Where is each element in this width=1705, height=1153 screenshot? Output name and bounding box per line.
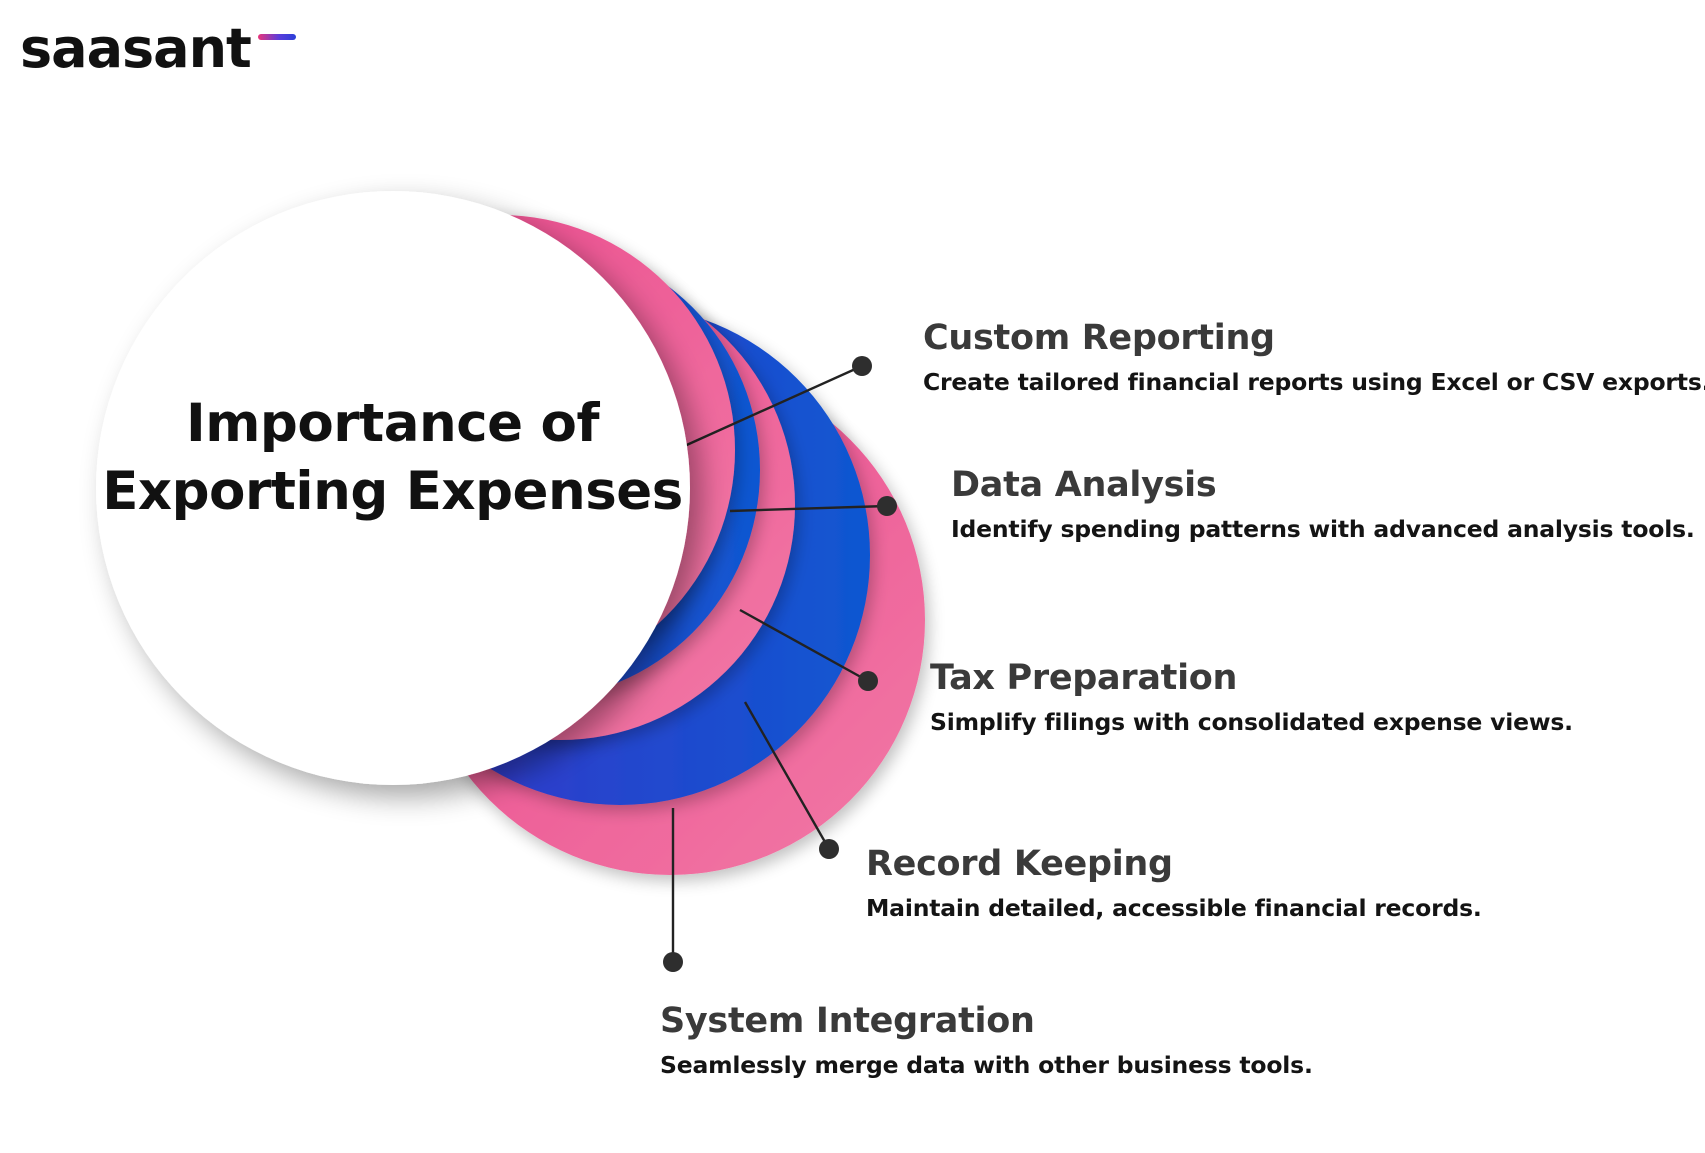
item-record-keeping: Record Keeping Maintain detailed, access… — [866, 842, 1482, 926]
connector-line-4 — [743, 701, 831, 850]
item-description: Seamlessly merge data with other busines… — [660, 1051, 1313, 1079]
item-title: Tax Preparation — [930, 658, 1238, 698]
item-custom-reporting: Custom Reporting Create tailored financi… — [923, 316, 1705, 400]
item-title: Record Keeping — [866, 844, 1173, 884]
logo-accent-bar — [258, 34, 296, 40]
item-title: Custom Reporting — [923, 318, 1275, 358]
connector-line-1 — [679, 364, 863, 450]
brand-logo: saasant — [20, 14, 296, 84]
logo-wordmark: saasant — [20, 17, 252, 80]
item-description: Simplify filings with consolidated expen… — [930, 708, 1573, 736]
item-description: Create tailored financial reports using … — [923, 368, 1705, 396]
center-title-line-1: Importance of — [185, 393, 600, 454]
connector-line-2 — [729, 504, 888, 513]
item-system-integration: System Integration Seamlessly merge data… — [660, 999, 1313, 1083]
connector-dot-2 — [877, 496, 897, 516]
item-description: Maintain detailed, accessible financial … — [866, 894, 1482, 922]
center-title: Importance of Exporting Expenses — [100, 390, 685, 526]
item-tax-preparation: Tax Preparation Simplify filings with co… — [930, 656, 1573, 740]
connector-line-3 — [739, 608, 869, 683]
connector-dot-5 — [663, 952, 683, 972]
item-data-analysis: Data Analysis Identify spending patterns… — [951, 463, 1695, 547]
connector-dot-4 — [819, 839, 839, 859]
connector-dot-1 — [852, 356, 872, 376]
item-title: System Integration — [660, 1001, 1035, 1041]
item-description: Identify spending patterns with advanced… — [951, 515, 1695, 543]
center-title-line-2: Exporting Expenses — [102, 461, 683, 522]
item-title: Data Analysis — [951, 465, 1217, 505]
center-circle — [96, 191, 690, 785]
connector-dot-3 — [858, 671, 878, 691]
